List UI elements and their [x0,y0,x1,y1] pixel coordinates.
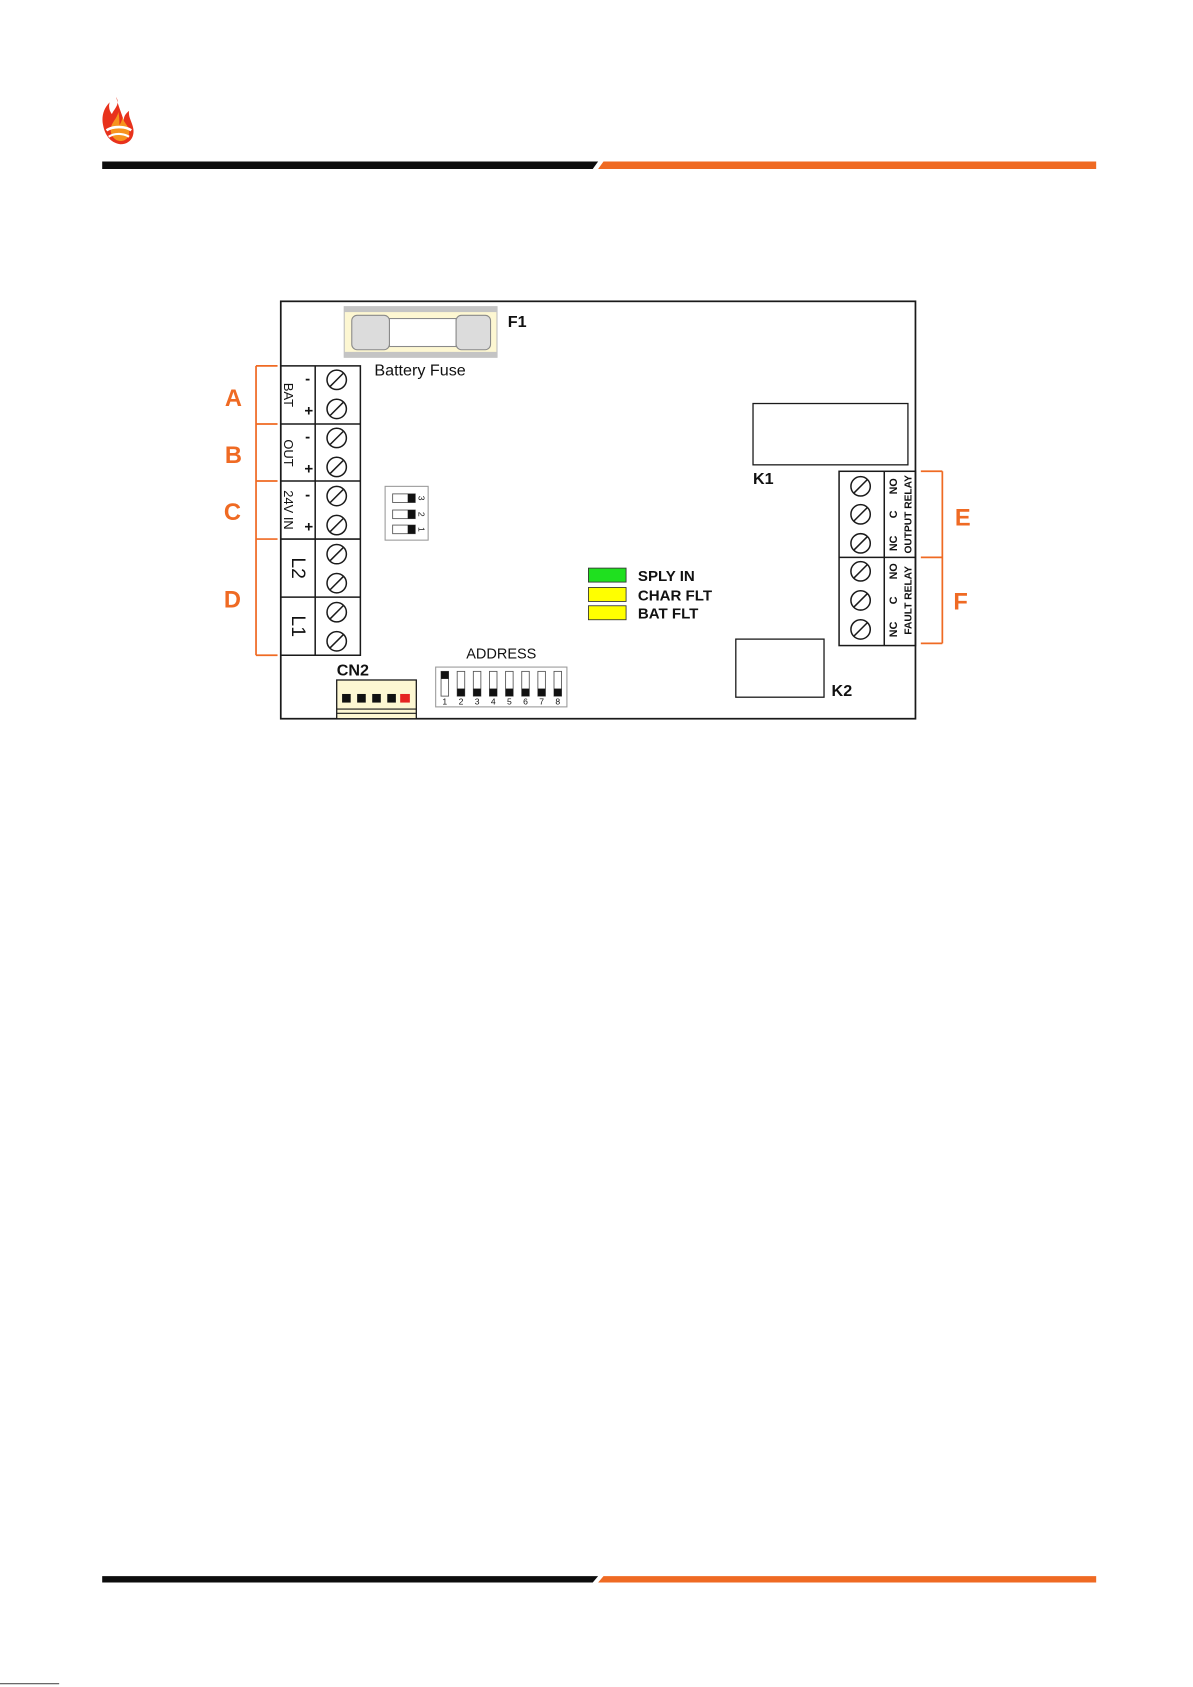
flame-logo-icon [102,97,133,144]
screw-terminal [327,603,346,622]
terminal-minus: - [305,486,310,503]
group-letter-e: E [955,506,971,532]
screw-terminal [327,544,346,563]
right-group-brackets [921,471,943,643]
led-bat-flt [588,606,626,620]
connector-pin [387,694,396,703]
status-leds: SPLY IN CHAR FLT BAT FLT [588,568,712,623]
relay-pin-label: NC [888,535,900,551]
screw-terminal [327,370,346,389]
address-switch-label: ADDRESS [466,646,536,662]
battery-fuse [344,307,497,358]
relay-k1-label: K1 [753,470,774,488]
led-label-sply-in: SPLY IN [638,568,695,585]
terminal-minus: - [305,370,310,387]
screw-terminal [851,591,870,610]
connector-cn2-label: CN2 [337,662,369,680]
address-switch-knob [538,689,546,697]
address-switch-number: 8 [555,697,560,707]
address-switch-knob [457,689,465,697]
address-switch-number: 7 [539,697,544,707]
terminal-label-l1: L1 [287,615,309,637]
config-dip-switch: 3 2 1 [385,486,428,540]
fuse-label: Battery Fuse [374,362,465,380]
address-dip-switch: 1 2 3 4 5 6 7 8 [436,667,567,707]
screw-terminal [851,505,870,524]
terminal-label-bat: BAT [281,383,296,407]
address-switch-number: 6 [523,697,528,707]
screw-terminal [327,399,346,418]
config-switch-knob [408,525,416,534]
config-switch-knob [408,510,416,519]
relay-k2-label: K2 [832,682,853,700]
relay-pin-label: NO [888,478,900,494]
group-letter-c: C [224,500,241,526]
screw-terminal [327,632,346,651]
screw-terminal [327,573,346,592]
relay-pin-label: NC [888,621,900,637]
header-rule [102,161,1096,169]
connector-pin [342,694,351,703]
address-switch-number: 1 [442,697,447,707]
terminal-minus: - [305,428,310,445]
connector-cn2 [337,680,417,719]
terminal-plus: + [304,461,313,478]
fuse-ref: F1 [508,313,527,331]
group-letter-b: B [225,443,242,469]
config-switch-number: 1 [417,527,427,532]
connector-pin [357,694,366,703]
screw-terminal [851,477,870,496]
screw-terminal [851,534,870,553]
connector-pin [400,694,410,703]
terminal-label-l2: L2 [287,557,309,579]
address-switch-knob [522,689,530,697]
screw-terminal [327,457,346,476]
relay-pin-label: C [888,596,900,604]
config-switch-knob [408,494,416,503]
led-label-bat-flt: BAT FLT [638,606,699,623]
connector-pin [372,694,381,703]
group-letter-f: F [953,590,967,616]
led-sply-in [588,568,626,582]
address-switch-knob [473,689,481,697]
left-group-brackets [256,366,278,655]
address-switch-knob [489,689,497,697]
output-relay-title: OUTPUT RELAY [904,475,915,554]
group-letter-d: D [224,587,241,613]
address-switch-number: 4 [491,697,496,707]
terminal-plus: + [304,519,313,536]
pcb-diagram: F1 Battery Fuse BAT - + OUT [224,301,971,718]
config-switch-number: 2 [417,512,427,517]
group-letter-a: A [225,386,242,412]
fault-relay-title: FAULT RELAY [904,566,915,635]
address-switch-knob [506,689,514,697]
relay-k2 [736,639,824,697]
relay-pin-label: C [888,510,900,518]
relay-pin-label: NO [888,563,900,579]
terminal-label-out: OUT [281,439,296,466]
address-switch-knob [554,689,562,697]
terminal-plus: + [304,403,313,420]
screw-terminal [327,428,346,447]
address-switch-knob [441,671,449,679]
address-switch-number: 3 [475,697,480,707]
address-switch-number: 2 [459,697,464,707]
address-switch-number: 5 [507,697,512,707]
screw-terminal [851,562,870,581]
led-char-flt [588,587,626,601]
terminal-label-24v-in: 24V IN [281,490,296,529]
led-label-char-flt: CHAR FLT [638,587,713,604]
screw-terminal [327,486,346,505]
footer-rule [102,1576,1096,1582]
screw-terminal [851,620,870,639]
screw-terminal [327,515,346,534]
config-switch-number: 3 [417,496,427,501]
relay-k1 [753,404,908,465]
